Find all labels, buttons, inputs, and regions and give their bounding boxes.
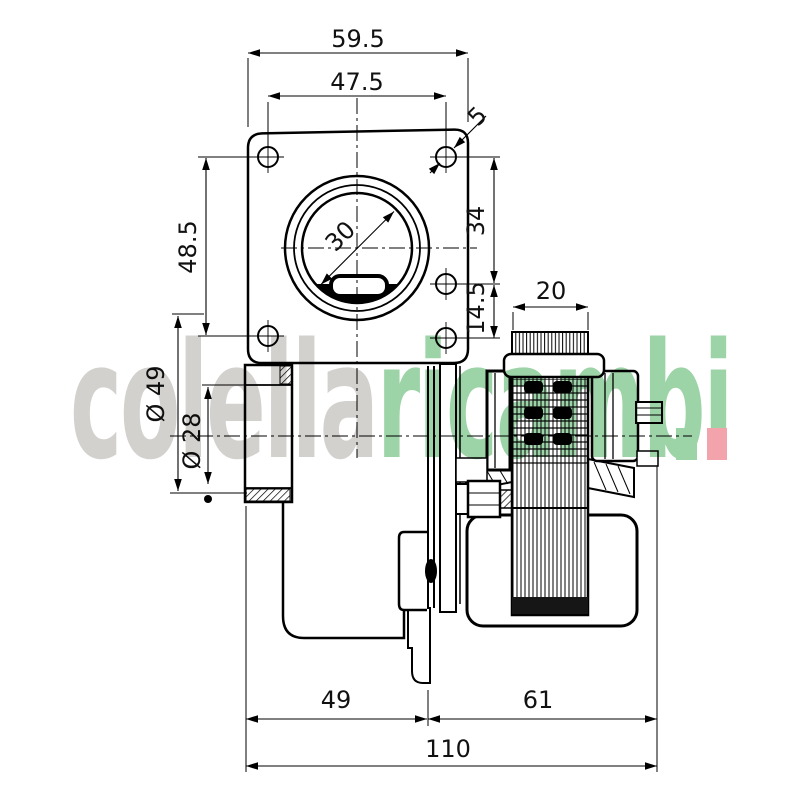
dim-coil-width: 20 — [536, 277, 567, 305]
dim-flange-width: 59.5 — [331, 25, 384, 53]
scroll-outline — [281, 385, 406, 640]
motor — [455, 331, 663, 628]
flange-plate — [246, 128, 470, 365]
mounting-flange — [246, 128, 470, 365]
bearing-boss — [455, 457, 488, 483]
dim-total-depth: 110 — [425, 735, 471, 763]
clip-bracket — [397, 530, 427, 612]
bracket-foot — [407, 607, 431, 684]
scroll-housing — [243, 363, 406, 640]
bolt-head — [466, 479, 502, 519]
right-bracket — [590, 369, 640, 463]
tube-wall-section-top — [279, 365, 293, 385]
connector-tab — [636, 450, 659, 467]
coil-bobbin-cap — [502, 352, 606, 379]
motor-bracket — [397, 363, 461, 684]
dim-outlet-outer-diameter: Ø 49 — [142, 365, 170, 422]
bracket-slot — [425, 559, 437, 583]
outlet-tube — [243, 363, 294, 504]
dim-outlet-inner-diameter: Ø 28 — [178, 412, 206, 469]
hole-leader — [428, 115, 487, 175]
impeller-slot — [329, 274, 389, 298]
windings — [513, 379, 587, 469]
centerlines — [170, 98, 692, 458]
dim-right-hole-offset-upper: 34 — [462, 206, 490, 237]
tube-wall-section-bottom — [245, 488, 291, 502]
coil-sections — [524, 381, 572, 445]
left-bracket — [485, 369, 512, 472]
dim-hole-diameter: 5 — [462, 101, 493, 132]
shaft-connector — [635, 401, 663, 424]
dim-hole-spacing-vertical: 48.5 — [174, 220, 202, 273]
dimension-dot — [204, 495, 212, 503]
dim-hole-spacing-horizontal: 47.5 — [330, 68, 383, 96]
dim-motor-depth: 61 — [523, 686, 554, 714]
bolt-washer — [455, 483, 469, 515]
stack-base-band — [512, 597, 588, 614]
coil-ribbed-top — [511, 331, 589, 355]
dim-housing-depth: 49 — [321, 686, 352, 714]
bracket-plate — [439, 363, 457, 613]
dimension-lines — [174, 49, 657, 770]
extension-lines — [170, 58, 658, 772]
dim-right-hole-offset-lower: 14.5 — [462, 281, 490, 334]
